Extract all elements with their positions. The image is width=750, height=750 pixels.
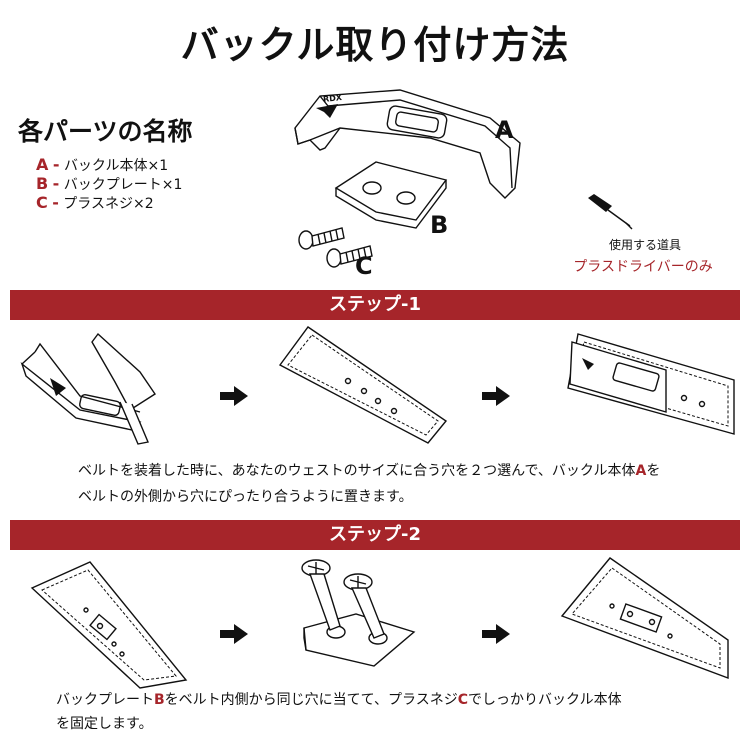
step2-description-line1: バックプレートBをベルト内側から同じ穴に当てて、プラスネジCでしっかりバックル本… [56, 688, 622, 712]
screws-illustration [298, 227, 373, 268]
step2-plate-fixed-illustration [560, 557, 729, 680]
step1-buckle-open-illustration [20, 332, 156, 445]
arrow-right-icon [482, 624, 510, 644]
step2-text: でしっかりバックル本体 [467, 692, 622, 708]
step1-text: を [646, 463, 661, 479]
buckle-body-illustration [294, 89, 521, 199]
arrow-right-icon [482, 386, 510, 406]
figure-label-a: A [495, 116, 514, 144]
part-letter: B [36, 174, 49, 193]
step2-plate-and-screws-illustration [301, 559, 416, 667]
arrow-right-icon [220, 386, 248, 406]
step2-belt-inside-illustration [30, 561, 188, 689]
step1-heading-bar: ステップ-1 [10, 290, 740, 320]
part-letter: A [36, 155, 49, 174]
back-plate-illustration [334, 161, 448, 229]
part-letter: C [36, 193, 48, 212]
highlight-letter: A [635, 463, 647, 479]
page-title: バックル取り付け方法 [180, 23, 570, 67]
step1-description-line1: ベルトを装着した時に、あなたのウェストのサイズに合う穴を２つ選んで、バックル本体… [78, 458, 660, 484]
step1-buckle-on-belt-illustration [567, 333, 735, 435]
figure-label-b: B [430, 211, 449, 239]
step2-heading-bar: ステップ-2 [10, 520, 740, 550]
step1-belt-holes-illustration [278, 326, 448, 444]
tool-name: プラスドライバーのみ [573, 259, 713, 275]
step1-text: ベルトを装着した時に、あなたのウェストのサイズに合う穴を２つ選んで、バックル本体 [78, 463, 636, 479]
highlight-letter: B [154, 692, 165, 708]
screwdriver-icon [588, 194, 633, 230]
part-separator: - [52, 193, 59, 212]
part-separator: - [52, 174, 60, 193]
part-row-c: C - プラスネジ×2 [36, 193, 154, 213]
parts-heading: 各パーツの名称 [18, 117, 193, 146]
arrow-right-icon [220, 624, 248, 644]
step2-text: バックプレート [56, 692, 154, 708]
tool-caption: 使用する道具 [608, 238, 681, 252]
part-name: プラスネジ×2 [63, 196, 154, 212]
figure-label-c: C [355, 252, 373, 280]
part-name: バックプレート×1 [63, 177, 183, 193]
part-row-a: A - バックル本体×1 [36, 155, 168, 175]
part-row-b: B - バックプレート×1 [36, 174, 182, 194]
part-separator: - [52, 155, 60, 174]
highlight-letter: C [457, 692, 468, 708]
step2-text: をベルト内側から同じ穴に当てて、プラスネジ [164, 692, 458, 708]
step2-description-line2: を固定します。 [56, 716, 153, 732]
part-name: バックル本体×1 [63, 158, 169, 174]
step1-description-line2: ベルトの外側から穴にぴったり合うように置きます。 [78, 489, 413, 505]
